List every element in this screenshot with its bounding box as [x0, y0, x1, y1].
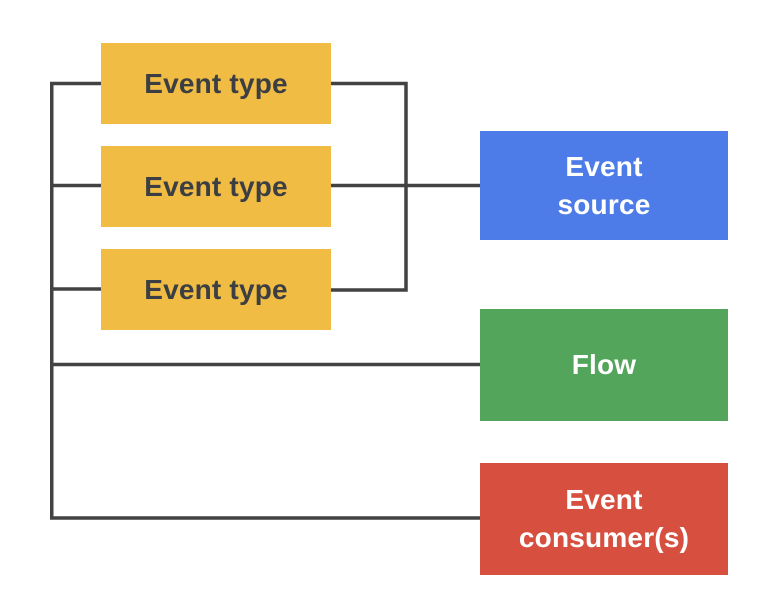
flow-node: Flow — [480, 309, 728, 421]
event-source-label-line1: Event — [565, 150, 643, 182]
event-consumers-node: Event consumer(s) — [480, 463, 728, 575]
event-type-node-3-label: Event type — [144, 273, 288, 305]
event-type-node-1: Event type — [101, 43, 331, 124]
event-type-node-1-label: Event type — [144, 67, 288, 99]
event-type-node-2-label: Event type — [144, 170, 288, 202]
connector-left-trunk-and-consumer-line — [50, 81, 480, 520]
event-source-node: Event source — [480, 131, 728, 240]
event-consumers-label-line1: Event — [565, 484, 643, 516]
flow-label: Flow — [571, 349, 637, 381]
event-type-node-2: Event type — [101, 146, 331, 227]
event-type-node-3: Event type — [101, 249, 331, 330]
event-source-label-line2: source — [557, 188, 651, 220]
event-consumers-label-line2: consumer(s) — [518, 522, 690, 553]
